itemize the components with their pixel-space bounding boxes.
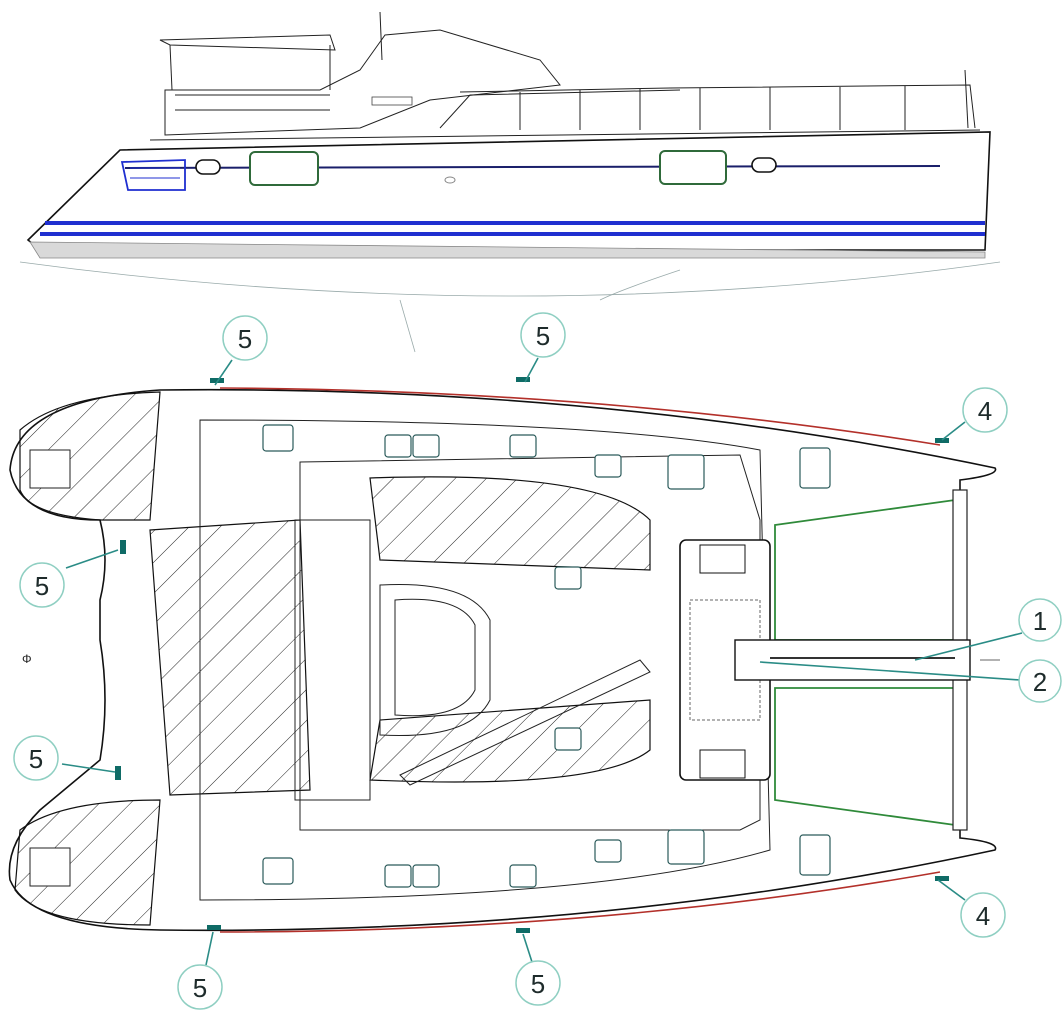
starboard-stern-hatched bbox=[14, 799, 161, 926]
svg-text:4: 4 bbox=[976, 901, 990, 931]
callout-1: 1 bbox=[1018, 598, 1062, 642]
coachroof-hatched-upper bbox=[369, 476, 651, 571]
top-plan-view: Φ bbox=[8, 377, 1000, 933]
cabin-logo bbox=[371, 96, 413, 106]
cockpit-floor-hatched bbox=[149, 519, 311, 796]
callout-5-bottom-center: 5 bbox=[515, 960, 561, 1006]
svg-text:5: 5 bbox=[536, 321, 550, 351]
bridgedeck-saloon bbox=[294, 519, 371, 801]
callout-4-bottom-right: 4 bbox=[960, 892, 1006, 938]
svg-text:5: 5 bbox=[238, 324, 252, 354]
coachroof-hatched-lower bbox=[369, 699, 651, 783]
cabin-superstructure bbox=[164, 29, 561, 136]
cleats bbox=[115, 377, 949, 933]
callout-5-bottom-left: 5 bbox=[177, 964, 223, 1010]
porthole bbox=[195, 159, 221, 175]
callout-5-top-left: 5 bbox=[222, 315, 268, 361]
callout-leaders bbox=[61, 357, 1023, 966]
svg-text:4: 4 bbox=[978, 396, 992, 426]
svg-text:5: 5 bbox=[35, 571, 49, 601]
svg-text:1: 1 bbox=[1033, 606, 1047, 636]
callout-2: 2 bbox=[1018, 659, 1062, 703]
deck-hatches bbox=[262, 424, 831, 888]
side-elevation-view bbox=[19, 11, 1001, 353]
guard-rail bbox=[459, 84, 976, 129]
svg-text:5: 5 bbox=[193, 973, 207, 1003]
svg-text:2: 2 bbox=[1033, 667, 1047, 697]
stern-platform bbox=[120, 159, 186, 191]
toerail-port bbox=[219, 387, 941, 446]
svg-text:5: 5 bbox=[531, 969, 545, 999]
svg-text:Φ: Φ bbox=[22, 652, 32, 666]
callout-5-top-center: 5 bbox=[520, 312, 566, 358]
svg-text:5: 5 bbox=[29, 744, 43, 774]
hull-window bbox=[659, 150, 727, 185]
boom bbox=[399, 659, 651, 786]
callout-5-left-upper: 5 bbox=[19, 562, 65, 608]
hull-window bbox=[249, 151, 319, 186]
toerail-starboard bbox=[219, 871, 941, 933]
porthole bbox=[751, 157, 777, 173]
callout-5-left-lower: 5 bbox=[13, 735, 59, 781]
callout-4-top-right: 4 bbox=[962, 387, 1008, 433]
